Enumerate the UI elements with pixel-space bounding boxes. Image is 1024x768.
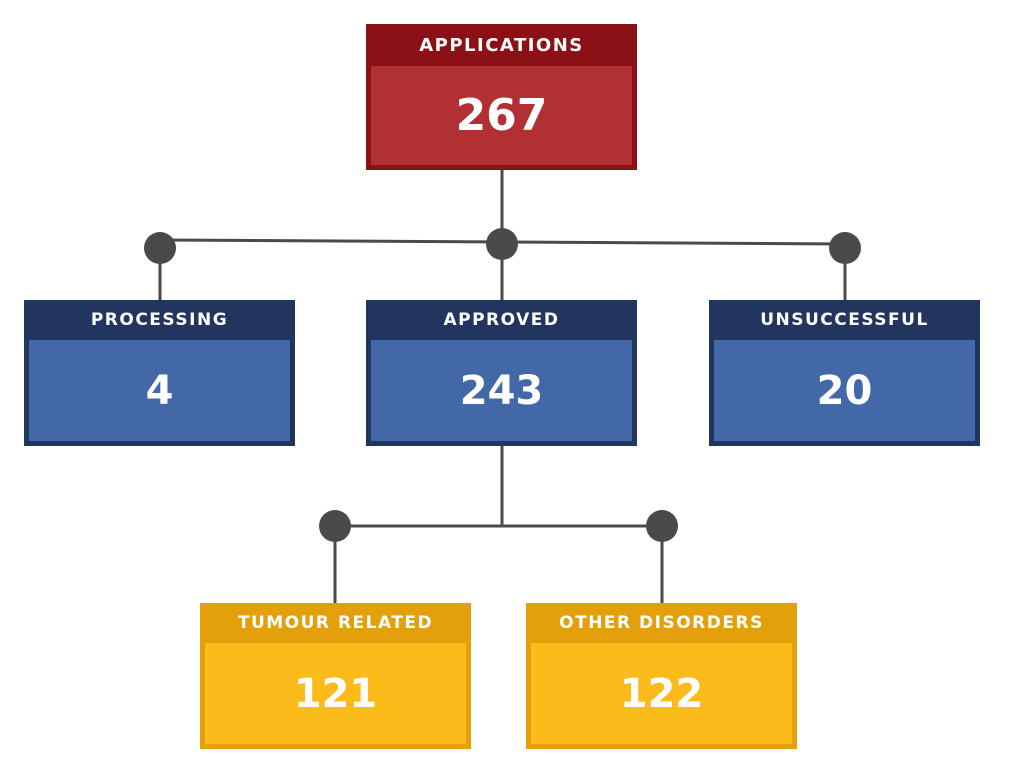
processing-label: PROCESSING [90,310,229,330]
tumour-related-count: 121 [205,643,466,744]
junction-dot-processing [144,232,176,264]
unsuccessful-box: UNSUCCESSFUL 20 [709,300,980,446]
unsuccessful-count: 20 [714,340,975,441]
processing-box: PROCESSING 4 [24,300,295,446]
tumour-related-label: TUMOUR RELATED [237,613,434,633]
junction-dot-tumour [319,510,351,542]
applications-count: 267 [371,66,632,165]
other-disorders-label: OTHER DISORDERS [559,613,764,633]
unsuccessful-label: UNSUCCESSFUL [760,310,929,330]
other-disorders-count: 122 [531,643,792,744]
approved-box: APPROVED 243 [366,300,637,446]
tumour-related-box: TUMOUR RELATED 121 [200,603,471,749]
applications-box: APPLICATIONS 267 [366,24,637,170]
other-disorders-box: OTHER DISORDERS 122 [526,603,797,749]
junction-dot-center [486,228,518,260]
approved-label: APPROVED [443,310,560,330]
junction-dot-unsuccessful [829,232,861,264]
applications-label: APPLICATIONS [419,34,584,56]
approved-count: 243 [371,340,632,441]
processing-count: 4 [29,340,290,441]
junction-dot-other [646,510,678,542]
